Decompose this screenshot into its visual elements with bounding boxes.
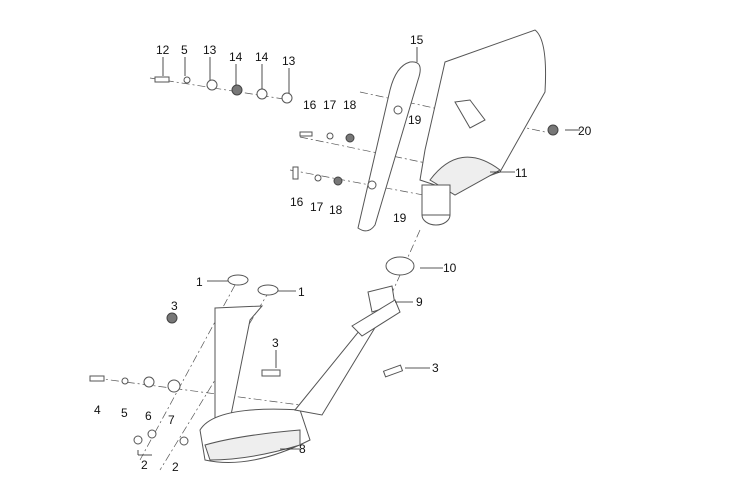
callout-2: 2 (141, 458, 148, 472)
callout-10: 10 (443, 261, 457, 275)
callout-14: 14 (255, 50, 269, 64)
callout-17: 17 (323, 98, 337, 112)
muffler (419, 29, 547, 226)
callout-7: 7 (168, 413, 175, 427)
callout-13: 13 (203, 43, 217, 57)
callout-18: 18 (343, 98, 357, 112)
callout-8: 8 (299, 442, 306, 456)
callout-3: 3 (432, 361, 439, 375)
callout-1: 1 (298, 285, 305, 299)
leader-lines (137, 47, 580, 456)
callout-19: 19 (393, 211, 407, 225)
callout-20: 20 (578, 124, 592, 138)
callout-2: 2 (172, 460, 179, 474)
callout-15: 15 (410, 33, 424, 47)
callout-4: 4 (94, 403, 101, 417)
callout-19: 19 (408, 113, 422, 127)
clamp (385, 256, 415, 276)
callout-17: 17 (310, 200, 324, 214)
callout-3: 3 (272, 336, 279, 350)
callout-3: 3 (171, 299, 178, 313)
callout-9: 9 (416, 295, 423, 309)
hardware (89, 76, 559, 446)
callout-13: 13 (282, 54, 296, 68)
callout-11: 11 (515, 166, 528, 180)
callout-5: 5 (181, 43, 188, 57)
header-pipes (199, 299, 401, 463)
callout-14: 14 (229, 50, 243, 64)
callout-6: 6 (145, 409, 152, 423)
callout-18: 18 (329, 203, 343, 217)
callout-12: 12 (156, 43, 170, 57)
callout-5: 5 (121, 406, 128, 420)
heat-shield (357, 61, 421, 232)
callout-labels: 12 5 13 14 14 13 15 16 17 18 19 20 11 16… (94, 33, 592, 474)
callout-16: 16 (303, 98, 317, 112)
callout-16: 16 (290, 195, 304, 209)
callout-1: 1 (196, 275, 203, 289)
